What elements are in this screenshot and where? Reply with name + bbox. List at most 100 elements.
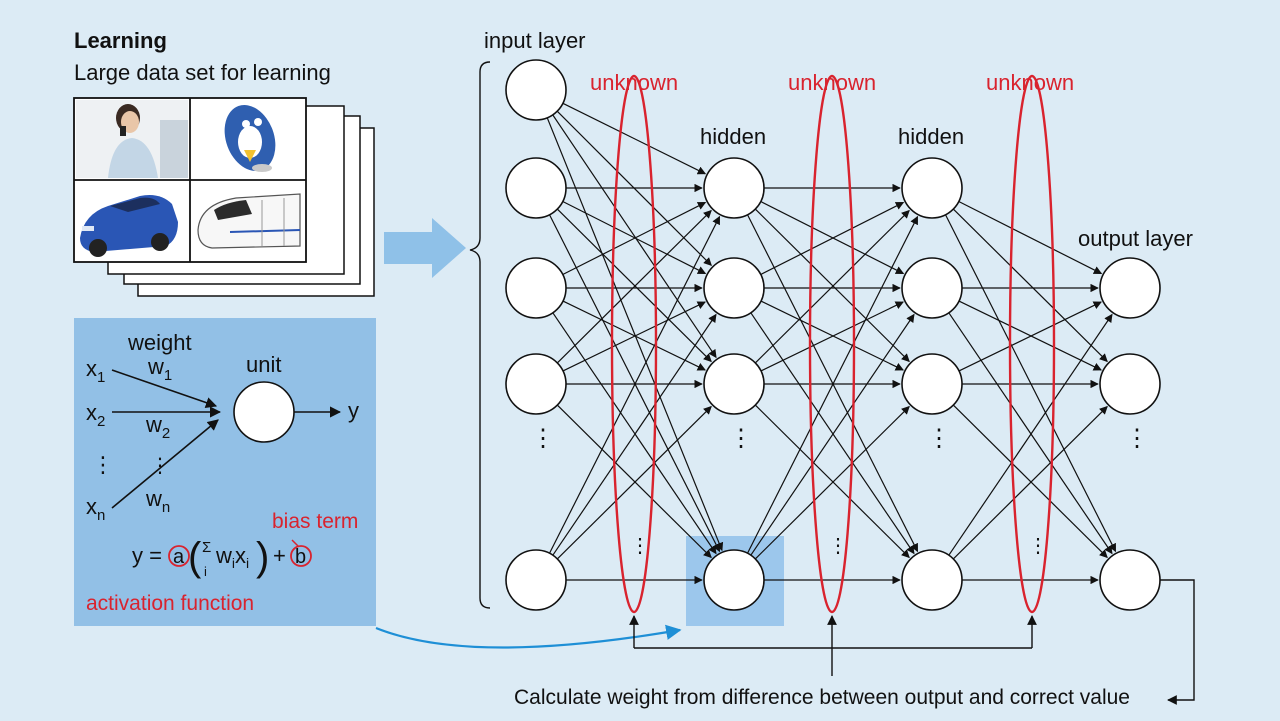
x1-label: x1	[86, 356, 105, 386]
unit-to-network-link	[375, 624, 682, 649]
input-layer-bracket	[469, 61, 491, 609]
image-card-stack	[73, 97, 375, 297]
network-nodes: ⋮ ⋮ ⋮ ⋮	[505, 59, 1161, 611]
unit-label: unit	[246, 352, 281, 377]
input-node-4	[505, 353, 567, 415]
hidden-layer-2-label: hidden	[898, 124, 964, 149]
output-node-2	[1099, 353, 1161, 415]
edge-hidden1-3-to-hidden2-1	[750, 313, 915, 556]
unknown-ellipse-3	[1008, 74, 1056, 614]
edge-input-3-to-hidden1-0	[556, 209, 712, 364]
edge-hidden1-2-to-hidden2-0	[754, 209, 910, 364]
input-layer-label: input layer	[484, 28, 586, 53]
network-edges	[546, 102, 1117, 585]
input-node-5	[505, 549, 567, 611]
hidden1-ellipsis: ⋮	[729, 425, 753, 452]
svg-text:wixi: wixi	[215, 543, 249, 571]
x2-label: x2	[86, 400, 105, 430]
hidden1-node-1	[703, 157, 765, 219]
edge-input-0-to-hidden1-3	[546, 117, 724, 552]
edge-hidden1-1-to-hidden2-2	[760, 300, 904, 371]
hidden1-node-3	[703, 353, 765, 415]
unit-node	[233, 381, 295, 443]
svg-text:y =: y =	[132, 543, 162, 568]
blue-mascot-image	[224, 105, 276, 172]
xn-label: xn	[86, 494, 105, 524]
svg-text:Σ: Σ	[202, 539, 211, 556]
hidden2-ellipsis: ⋮	[927, 425, 951, 452]
edge-hidden2-1-to-output-2	[948, 312, 1113, 555]
ellipse-dots-3: ⋮	[1028, 535, 1048, 557]
edge-hidden1-1-to-hidden2-0	[760, 201, 905, 276]
svg-text:b: b	[295, 546, 306, 568]
woman-on-phone-image	[76, 100, 188, 178]
svg-text:): )	[256, 535, 269, 579]
w1-label: w1	[147, 354, 172, 384]
edge-hidden2-2-to-output-0	[958, 301, 1102, 372]
hidden2-node-2	[901, 257, 963, 319]
wn-label: wn	[145, 486, 170, 516]
edge-hidden1-1-to-hidden2-3	[750, 312, 915, 555]
edge-hidden2-0-to-output-2	[944, 214, 1117, 553]
ellipse-dots-2: ⋮	[828, 535, 848, 557]
svg-text:a: a	[173, 546, 185, 568]
input-node-1	[505, 59, 567, 121]
edge-hidden1-0-to-hidden2-2	[754, 208, 910, 363]
x-dots: ⋮	[92, 452, 114, 477]
bias-term-label: bias term	[272, 510, 358, 533]
feedback-lines	[629, 579, 1195, 705]
svg-text:i: i	[204, 564, 207, 579]
edge-input-2-to-hidden1-2	[562, 300, 706, 371]
edge-input-0-to-hidden1-0	[562, 102, 707, 175]
edge-input-3-to-hidden1-3	[556, 404, 712, 559]
edge-hidden2-3-to-output-1	[952, 405, 1108, 560]
edge-hidden1-2-to-hidden2-3	[754, 404, 910, 559]
learning-subtitle: Large data set for learning	[74, 60, 331, 85]
unknown-weight-ellipses: ⋮ ⋮ ⋮	[610, 74, 1056, 614]
unknown-label-3: unknown	[986, 70, 1074, 95]
input-node-3	[505, 257, 567, 319]
w2-label: w2	[145, 412, 170, 442]
hidden1-node-4	[703, 549, 765, 611]
edge-hidden2-1-to-output-1	[958, 300, 1102, 371]
ellipse-dots-1: ⋮	[630, 535, 650, 557]
learning-title: Learning	[74, 28, 167, 53]
output-ellipsis: ⋮	[1125, 425, 1149, 452]
activation-function-label: activation function	[86, 592, 254, 615]
hidden2-node-1	[901, 157, 963, 219]
unknown-label-1: unknown	[590, 70, 678, 95]
svg-text:+: +	[273, 543, 286, 568]
edge-hidden1-0-to-hidden2-1	[760, 200, 905, 275]
hidden2-node-3	[901, 353, 963, 415]
edge-input-4-to-hidden1-0	[548, 215, 721, 554]
edge-input-0-to-hidden1-2	[552, 114, 717, 359]
edge-input-4-to-hidden1-1	[552, 313, 717, 556]
output-node-1	[1099, 257, 1161, 319]
edge-input-1-to-hidden1-1	[562, 200, 707, 275]
unknown-label-2: unknown	[788, 70, 876, 95]
edge-hidden2-3-to-output-0	[948, 313, 1113, 556]
hidden-layer-1-label: hidden	[700, 124, 766, 149]
unknown-ellipse-1	[610, 74, 658, 614]
edge-hidden2-0-to-output-0	[958, 200, 1103, 275]
hidden2-node-4	[901, 549, 963, 611]
unit-panel: weight unit x1 x2 ⋮ xn w1 w2 ⋮ wn y bias…	[74, 318, 376, 626]
edge-hidden1-2-to-hidden2-1	[760, 301, 904, 372]
edge-input-2-to-hidden1-3	[552, 312, 717, 555]
output-layer-label: output layer	[1078, 226, 1193, 251]
hidden1-node-2	[703, 257, 765, 319]
output-node-3	[1099, 549, 1161, 611]
edge-hidden1-3-to-hidden2-2	[754, 405, 910, 560]
weight-label: weight	[127, 330, 192, 355]
edge-input-1-to-hidden1-3	[548, 214, 721, 553]
edge-hidden1-3-to-hidden2-0	[746, 215, 919, 554]
edge-hidden2-0-to-output-1	[952, 208, 1108, 363]
activation-formula: y = a ( Σ i wixi ) + b	[132, 535, 312, 579]
input-node-2	[505, 157, 567, 219]
edge-input-2-to-hidden1-0	[562, 201, 707, 276]
edge-input-1-to-hidden1-2	[556, 208, 712, 363]
edge-input-3-to-hidden1-1	[562, 301, 706, 372]
input-ellipsis: ⋮	[531, 425, 555, 452]
unknown-ellipse-2	[808, 74, 856, 614]
